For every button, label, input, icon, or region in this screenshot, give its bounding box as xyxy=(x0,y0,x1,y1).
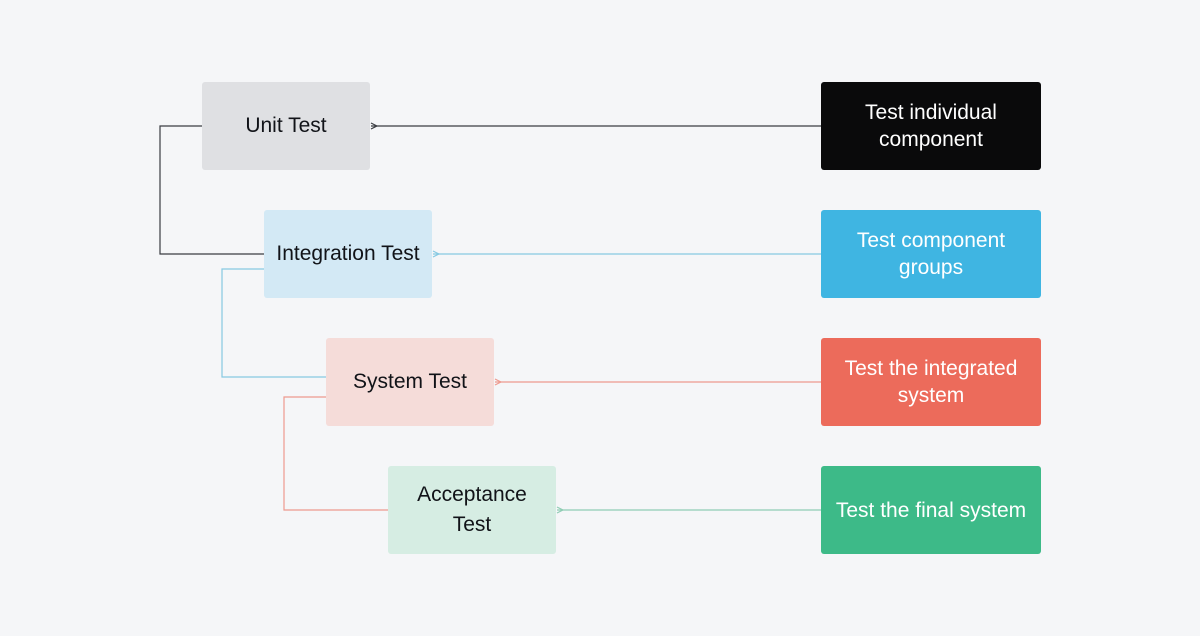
unit-to-integration-connector xyxy=(159,125,264,255)
integration-test-box: Integration Test xyxy=(264,210,432,298)
integration-test-label: Integration Test xyxy=(276,242,420,265)
system-test-description: Test the integrated system xyxy=(844,357,1018,407)
integration-test-description-box: Test component groups xyxy=(821,210,1041,298)
system-test-label: System Test xyxy=(353,370,467,393)
integration-to-system-connector xyxy=(221,268,326,378)
acceptance-test-box: Acceptance Test xyxy=(388,466,556,554)
unit-test-box: Unit Test xyxy=(202,82,370,170)
unit-test-description-box: Test individual component xyxy=(821,82,1041,170)
unit-test-description: Test individual component xyxy=(865,101,997,151)
system-test-description-box: Test the integrated system xyxy=(821,338,1041,426)
acceptance-test-description-box: Test the final system xyxy=(821,466,1041,554)
system-test-box: System Test xyxy=(326,338,494,426)
acceptance-test-label: Acceptance Test xyxy=(417,483,527,536)
unit-test-label: Unit Test xyxy=(245,114,327,137)
acceptance-test-description: Test the final system xyxy=(835,498,1027,522)
system-to-acceptance-connector xyxy=(283,396,388,511)
integration-test-description: Test component groups xyxy=(856,229,1006,279)
